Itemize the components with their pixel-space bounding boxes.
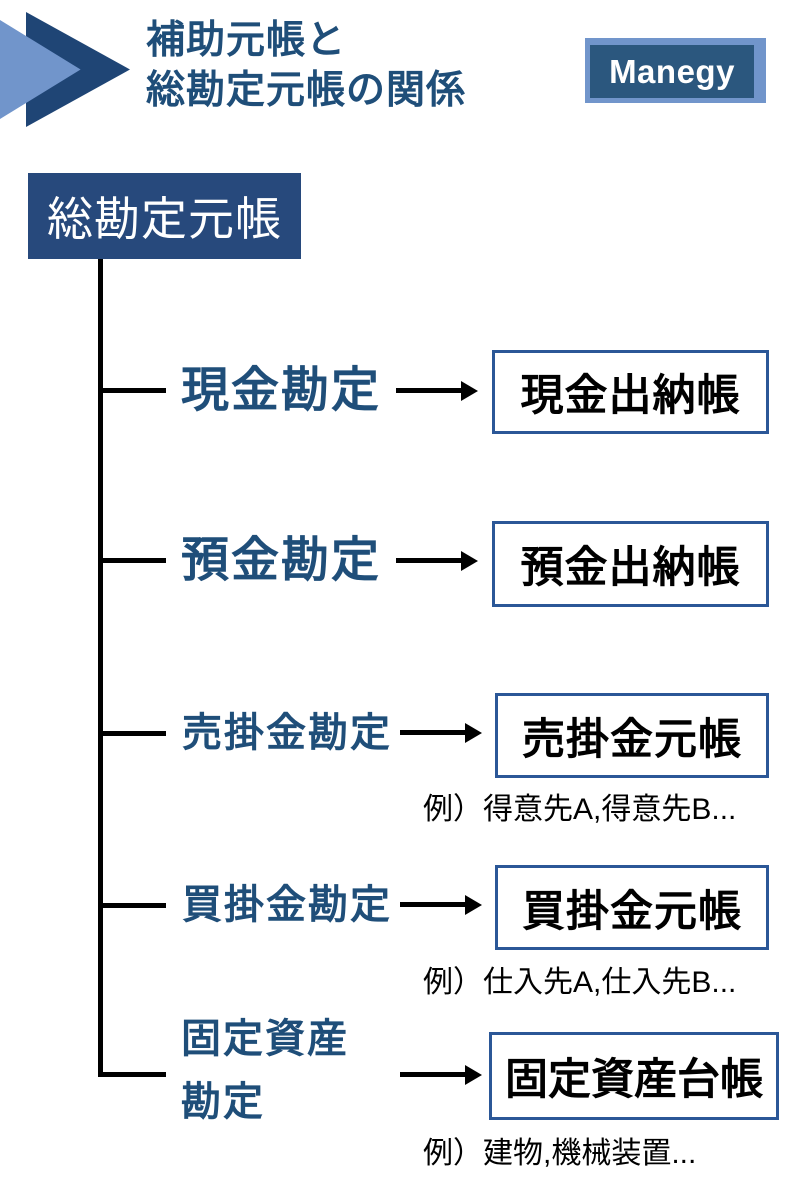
- account-label-receivable: 売掛金勘定: [182, 711, 392, 755]
- page-title-line1: 補助元帳と: [146, 19, 347, 62]
- arrow-right-icon: [400, 895, 482, 915]
- account-label-cash: 現金勘定: [181, 364, 382, 417]
- ledger-label: 売掛金元帳: [522, 715, 742, 764]
- branch-line-4: [98, 903, 166, 908]
- account-label-fixed-asset-line2: 勘定: [181, 1080, 265, 1124]
- branch-line-2: [98, 558, 166, 563]
- ledger-box-receivable-ledger: 売掛金元帳: [495, 693, 769, 778]
- account-label-fixed-asset-line1: 固定資産: [181, 1017, 349, 1061]
- arrow-right-icon: [396, 551, 478, 571]
- manegy-logo-text: Manegy: [609, 52, 735, 90]
- manegy-logo-box: Manegy: [590, 45, 754, 98]
- general-ledger-node: 総勘定元帳: [28, 173, 301, 259]
- ledger-box-fixed-asset-register: 固定資産台帳: [489, 1032, 779, 1120]
- ledger-label: 預金出納帳: [520, 544, 741, 592]
- example-caption-fixed-asset: 例）建物,機械装置...: [423, 1137, 697, 1170]
- chevron-right-icon: [0, 12, 130, 127]
- account-label-fixed-asset: 固定資産 勘定: [181, 1008, 349, 1134]
- account-label-payable: 買掛金勘定: [182, 883, 392, 927]
- branch-line-5: [98, 1072, 166, 1077]
- page-title-line2: 総勘定元帳の関係: [146, 69, 467, 112]
- example-caption-receivable: 例）得意先A,得意先B...: [423, 793, 737, 826]
- page-title: 補助元帳と 総勘定元帳の関係: [146, 16, 466, 116]
- general-ledger-label: 総勘定元帳: [47, 193, 282, 245]
- manegy-logo: Manegy: [585, 38, 766, 103]
- arrow-right-icon: [400, 1065, 482, 1085]
- ledger-label: 現金出納帳: [520, 372, 741, 420]
- arrow-right-icon: [400, 723, 482, 743]
- arrow-right-icon: [396, 381, 478, 401]
- ledger-label: 固定資産台帳: [505, 1056, 763, 1104]
- ledger-box-deposit-book: 預金出納帳: [492, 521, 769, 607]
- example-caption-payable: 例）仕入先A,仕入先B...: [423, 966, 737, 999]
- branch-line-1: [98, 388, 166, 393]
- ledger-box-payable-ledger: 買掛金元帳: [495, 865, 769, 950]
- account-label-deposit: 預金勘定: [181, 534, 382, 587]
- tree-trunk-line: [98, 259, 103, 1077]
- ledger-box-cash-book: 現金出納帳: [492, 350, 769, 434]
- ledger-label: 買掛金元帳: [522, 887, 742, 936]
- branch-line-3: [98, 731, 166, 736]
